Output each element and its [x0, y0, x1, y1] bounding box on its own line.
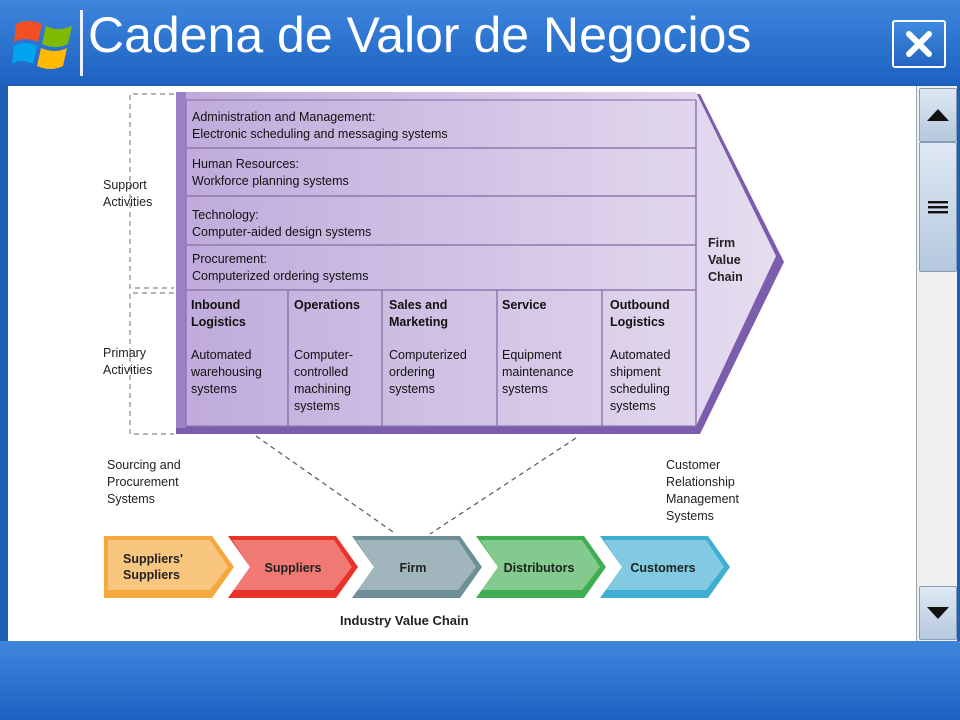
primary-title: Outbound Logistics [610, 298, 670, 329]
industry-value-chain-label: Industry Value Chain [340, 613, 469, 628]
primary-title: Operations [294, 298, 360, 312]
primary-outbound-logistics: Outbound Logistics Automated shipment sc… [610, 297, 670, 415]
primary-desc: Automated warehousing systems [191, 348, 262, 396]
industry-chain-segment [476, 536, 606, 598]
segment-suppliers: Suppliers [264, 561, 322, 575]
industry-chain-segment-highlight [232, 540, 352, 590]
support-row-procurement: Procurement: Computerized ordering syste… [192, 252, 369, 283]
segment-firm: Firm [399, 561, 427, 575]
industry-chain-segment [104, 536, 234, 598]
support-row-technology: Technology: Computer-aided design system… [192, 208, 372, 239]
support-row-hr: Human Resources: Workforce planning syst… [192, 157, 349, 188]
primary-title: Inbound Logistics [191, 298, 246, 329]
close-icon [906, 31, 932, 57]
support-activities-label: Support Activities [103, 178, 153, 209]
arrow-up-icon [927, 109, 949, 121]
primary-activities-label: Primary Activities [103, 346, 153, 377]
support-row-admin: Administration and Management: Electroni… [192, 110, 448, 141]
sourcing-procurement-label: Sourcing and Procurement Systems [107, 458, 181, 506]
crm-systems-label: Customer Relationship Management Systems [666, 458, 739, 523]
primary-sales-marketing: Sales and Marketing Computerized orderin… [389, 297, 467, 398]
firm-value-chain-label: Firm Value Chain [708, 236, 743, 284]
primary-desc: Computer- controlled machining systems [294, 348, 354, 413]
industry-chain-segment [600, 536, 730, 598]
content-area: Support Activities Primary Activities Fi… [8, 86, 916, 641]
primary-title: Sales and Marketing [389, 298, 449, 329]
industry-chain-segment [352, 536, 482, 598]
industry-chain-segment-highlight [480, 540, 600, 590]
scroll-down-button[interactable] [919, 586, 957, 640]
primary-desc: Automated shipment scheduling systems [610, 348, 671, 413]
industry-chain-segment [228, 536, 358, 598]
scroll-thumb[interactable] [919, 142, 957, 272]
window-title: Cadena de Valor de Negocios [88, 7, 752, 63]
primary-desc: Equipment maintenance systems [502, 348, 574, 396]
primary-title: Service [502, 298, 547, 312]
primary-inbound-logistics: Inbound Logistics Automated warehousing … [191, 297, 262, 398]
grip-lines-icon [928, 201, 948, 214]
bottom-bar [0, 641, 960, 720]
primary-desc: Computerized ordering systems [389, 348, 467, 396]
segment-distributors: Distributors [503, 561, 575, 575]
value-chain-diagram [104, 92, 784, 598]
primary-service: Service Equipment maintenance systems [502, 297, 574, 398]
arrow-down-icon [927, 607, 949, 619]
scroll-up-button[interactable] [919, 88, 957, 142]
windows-logo-icon [12, 14, 76, 72]
vertical-scrollbar[interactable] [916, 86, 957, 641]
segment-customers: Customers [630, 561, 696, 575]
title-divider [80, 10, 83, 76]
close-button[interactable] [892, 20, 946, 68]
title-bar: Cadena de Valor de Negocios [0, 0, 960, 84]
industry-chain-segment-highlight [604, 540, 724, 590]
industry-chain-segment-highlight [356, 540, 476, 590]
primary-operations: Operations Computer- controlled machinin… [294, 297, 360, 415]
industry-chain-segment-highlight [108, 540, 228, 590]
segment-suppliers-suppliers: Suppliers' Suppliers [123, 552, 183, 582]
